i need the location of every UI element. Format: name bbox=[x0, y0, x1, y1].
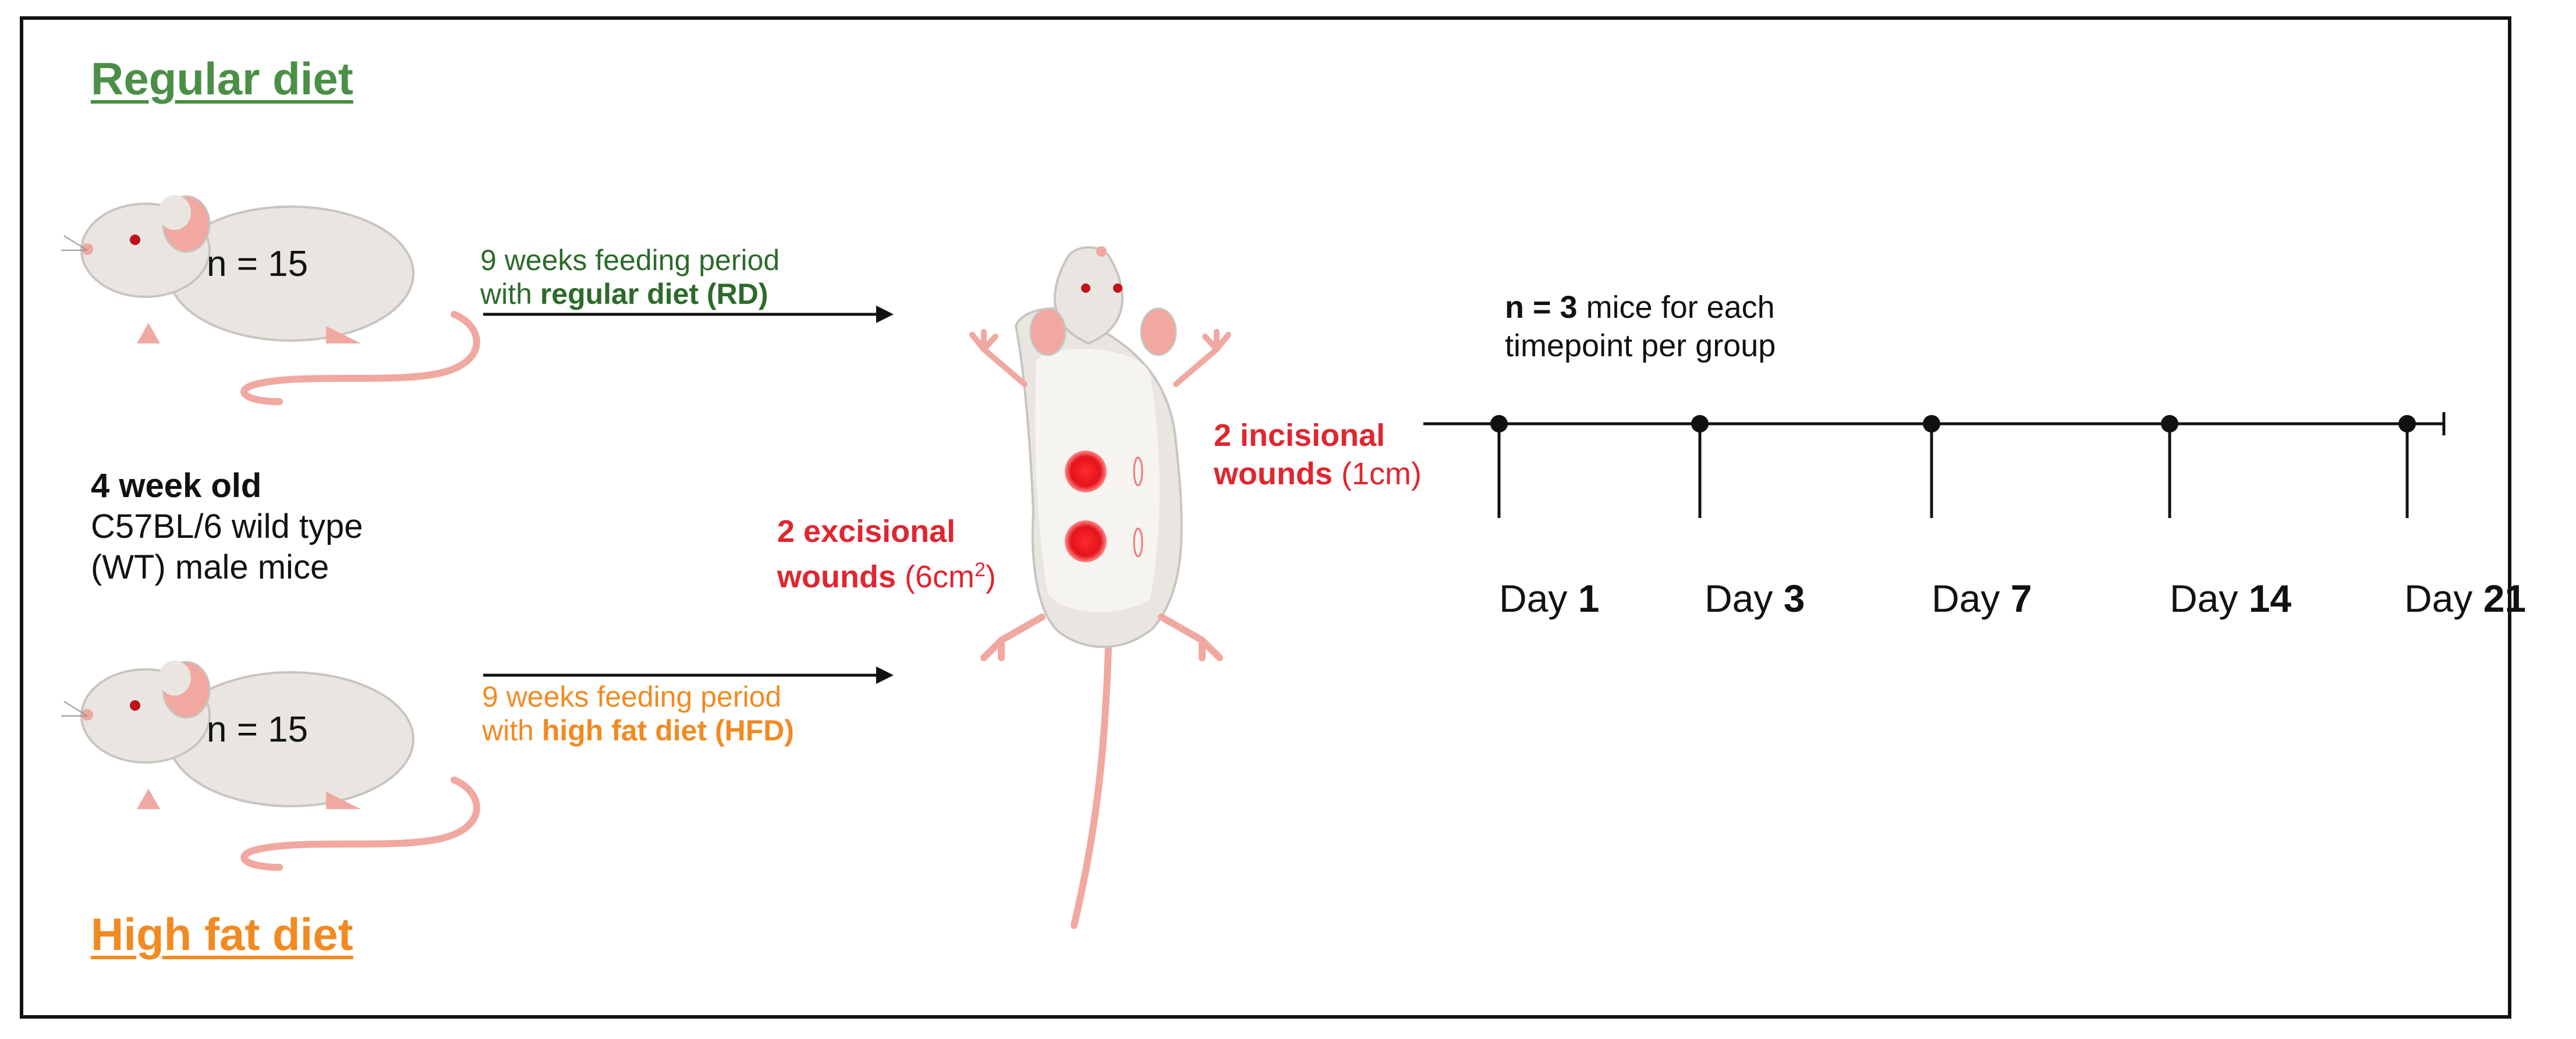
mice-strain-line2: (WT) male mice bbox=[91, 548, 329, 586]
excisional-word: wounds bbox=[777, 559, 896, 594]
excisional-wound-2 bbox=[1065, 520, 1107, 562]
regular-diet-title: Regular diet bbox=[91, 53, 353, 104]
day-label-prefix: Day bbox=[1932, 577, 2011, 620]
day-label-21: Day 21 bbox=[2404, 576, 2526, 620]
day-label-prefix: Day bbox=[1705, 577, 1784, 620]
hfd-feeding-diet: high fat diet (HFD) bbox=[541, 714, 795, 747]
arrow-hfd bbox=[483, 666, 894, 684]
timepoint-marker-day7 bbox=[1923, 415, 1940, 518]
timepoint-marker-day21 bbox=[2398, 415, 2416, 518]
timepoint-note-line2: timepoint per group bbox=[1505, 328, 1776, 363]
timepoint-marker-day14 bbox=[2161, 415, 2178, 518]
mice-strain-line1: C57BL/6 wild type bbox=[91, 508, 363, 545]
timepoint-note: n = 3 mice for each timepoint per group bbox=[1505, 288, 1776, 365]
incisional-count: 2 incisional bbox=[1214, 418, 1386, 453]
day-label-prefix: Day bbox=[2170, 577, 2249, 620]
timepoint-note-rest: mice for each bbox=[1577, 290, 1775, 325]
excisional-size-close: ) bbox=[985, 559, 996, 594]
day-label-prefix: Day bbox=[1499, 577, 1578, 620]
day-label-7: Day 7 bbox=[1932, 576, 2032, 620]
hfd-group-size: n = 15 bbox=[207, 710, 309, 750]
excisional-count: 2 excisional bbox=[777, 514, 956, 549]
day-label-number: 14 bbox=[2248, 577, 2292, 620]
rd-group-size: n = 15 bbox=[207, 244, 309, 284]
day-label-prefix: Day bbox=[2404, 577, 2483, 620]
incisional-word: wounds bbox=[1214, 456, 1333, 491]
hfd-feeding-prefix: with bbox=[482, 714, 542, 747]
excisional-wounds-label: 2 excisional wounds (6cm2) bbox=[777, 512, 996, 596]
mice-description: 4 week old C57BL/6 wild type (WT) male m… bbox=[91, 466, 363, 588]
mouse-rd-icon bbox=[61, 195, 480, 405]
day-label-number: 3 bbox=[1783, 577, 1805, 620]
rd-feeding-prefix: with bbox=[480, 278, 540, 310]
excisional-size: (6cm bbox=[895, 559, 975, 594]
day-label-3: Day 3 bbox=[1705, 576, 1805, 620]
mice-age: 4 week old bbox=[91, 467, 262, 505]
hfd-feeding-line1: 9 weeks feeding period bbox=[482, 680, 782, 713]
incisional-wound-2 bbox=[1133, 527, 1143, 558]
timeline bbox=[1423, 412, 2446, 518]
arrow-rd bbox=[483, 306, 894, 323]
incisional-size: (1cm) bbox=[1332, 456, 1422, 491]
rd-feeding-line1: 9 weeks feeding period bbox=[480, 244, 780, 276]
rd-feeding-diet: regular diet (RD) bbox=[540, 278, 768, 310]
high-fat-diet-title: High fat diet bbox=[91, 909, 353, 960]
hfd-feeding-label: 9 weeks feeding period with high fat die… bbox=[482, 680, 794, 747]
incisional-wounds-label: 2 incisional wounds (1cm) bbox=[1214, 416, 1422, 493]
excisional-size-exponent: 2 bbox=[974, 559, 986, 581]
day-label-14: Day 14 bbox=[2170, 576, 2291, 620]
day-label-number: 7 bbox=[2010, 577, 2032, 620]
day-label-number: 21 bbox=[2483, 577, 2527, 620]
timepoint-marker-day1 bbox=[1490, 415, 1508, 518]
timepoint-marker-day3 bbox=[1691, 415, 1709, 518]
figure-frame bbox=[20, 16, 2511, 1019]
excisional-wound-1 bbox=[1065, 451, 1107, 492]
timepoint-n: n = 3 bbox=[1505, 290, 1578, 325]
day-label-1: Day 1 bbox=[1499, 576, 1599, 620]
mouse-topview-icon bbox=[969, 246, 1231, 929]
day-label-number: 1 bbox=[1578, 577, 1600, 620]
incisional-wound-1 bbox=[1133, 456, 1143, 487]
mouse-hfd-icon bbox=[61, 661, 480, 871]
rd-feeding-label: 9 weeks feeding period with regular diet… bbox=[480, 243, 779, 311]
